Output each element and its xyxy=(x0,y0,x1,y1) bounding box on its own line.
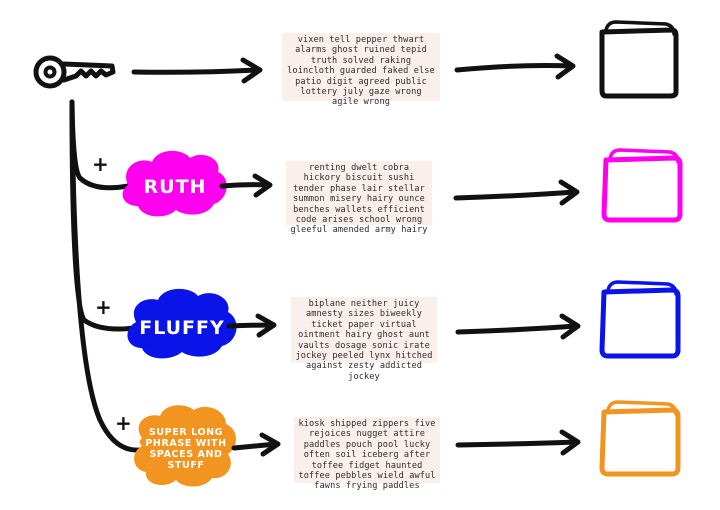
wallet-icon xyxy=(601,148,683,223)
arrowhead xyxy=(259,432,281,457)
arrowhead xyxy=(255,313,277,338)
arrow-fluffy-to-seed xyxy=(226,322,275,329)
passphrase-label-super: SUPER LONG PHRASE WITH SPACES AND STUFF xyxy=(145,427,227,471)
arrowhead xyxy=(558,179,580,206)
arrowhead xyxy=(554,53,576,80)
wallet-icon xyxy=(599,280,681,359)
arrowhead xyxy=(240,57,263,84)
arrow-key-to-seed xyxy=(131,67,261,75)
arrow-seed-to-wallet-super xyxy=(455,439,579,448)
seed-phrase-main: vixen tell pepper thwart alarms ghost ru… xyxy=(282,33,440,107)
cloud-super xyxy=(134,405,236,487)
arrowhead xyxy=(559,429,581,456)
arrow-super-to-seed xyxy=(231,441,279,451)
seed-phrase-ruth: renting dwelt cobra hickory biscuit sush… xyxy=(286,161,432,235)
arrowhead xyxy=(252,173,273,198)
passphrase-label-fluffy: FLUFFY xyxy=(139,317,225,339)
plus-sign-ruth: + xyxy=(92,152,109,176)
arrow-seed-to-wallet-main xyxy=(454,63,575,73)
seed-phrase-fluffy: biplane neither juicy amnesty sizes biwe… xyxy=(291,297,437,382)
plus-sign-fluffy: + xyxy=(95,295,112,319)
cloud-fluffy xyxy=(127,288,237,359)
wallet-icon xyxy=(599,20,679,99)
arrow-seed-to-wallet-fluffy xyxy=(455,323,579,335)
arrowhead xyxy=(559,313,581,340)
passphrase-label-ruth: RUTH xyxy=(143,176,207,198)
branch-line-super xyxy=(69,99,143,453)
plus-sign-super: + xyxy=(115,411,132,435)
seed-phrase-super: kiosk shipped zippers five rejoices nugg… xyxy=(294,417,440,491)
arrow-ruth-to-seed xyxy=(219,182,271,189)
wallet-icon xyxy=(599,400,681,477)
key-icon xyxy=(33,55,116,89)
cloud-ruth xyxy=(122,150,227,217)
arrow-seed-to-wallet-ruth xyxy=(453,189,578,201)
